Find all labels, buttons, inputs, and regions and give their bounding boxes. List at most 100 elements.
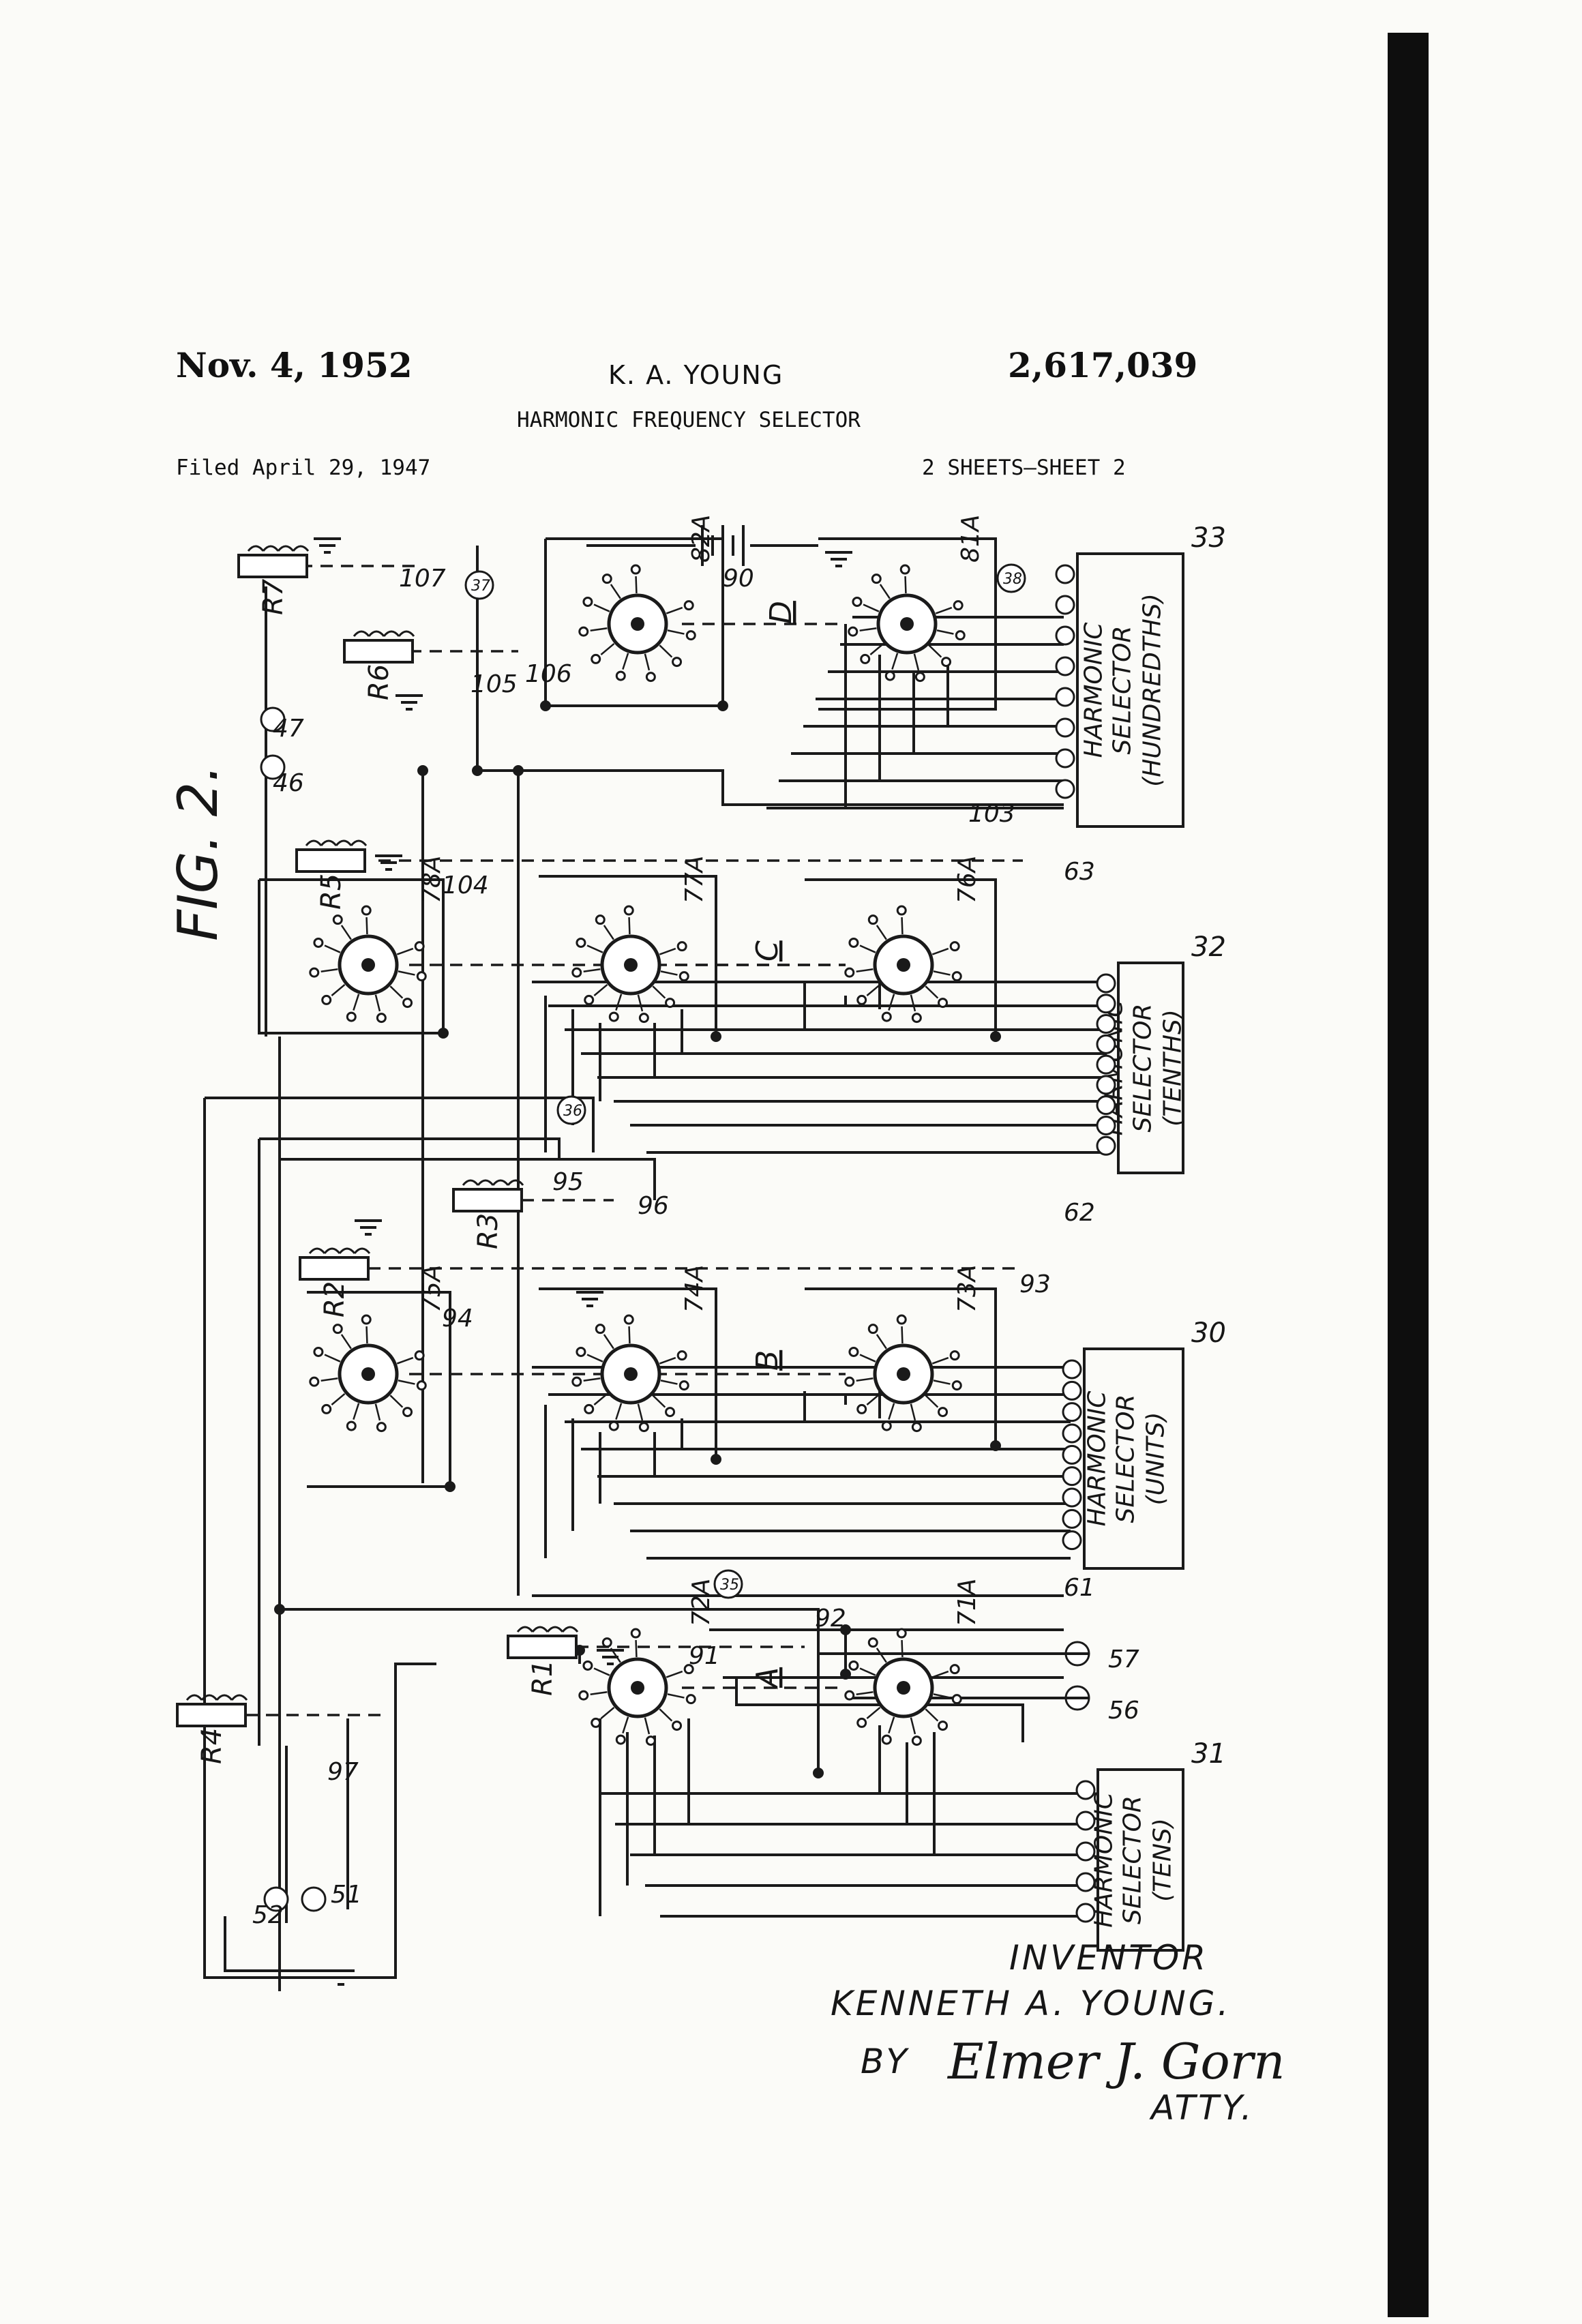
switch-contact bbox=[625, 1315, 633, 1324]
terminal bbox=[1063, 1425, 1081, 1442]
switch-contact bbox=[882, 1735, 891, 1744]
section-label-D: D bbox=[764, 601, 799, 624]
switch-contact bbox=[592, 1718, 600, 1727]
contact-lead bbox=[623, 1717, 628, 1733]
coil-winding bbox=[306, 841, 321, 846]
switch-contact bbox=[869, 1639, 877, 1647]
switch-contact bbox=[882, 1013, 891, 1021]
contact-lead bbox=[342, 925, 351, 940]
section-label-B: B bbox=[750, 1350, 785, 1371]
switch-contact bbox=[849, 627, 857, 636]
ref-numeral-61: 61 bbox=[1064, 1574, 1095, 1602]
switch-contact bbox=[687, 631, 695, 640]
contact-lead bbox=[659, 949, 675, 955]
terminal bbox=[1056, 749, 1074, 767]
contact-lead bbox=[325, 946, 340, 953]
switch-contact bbox=[846, 1691, 854, 1699]
coil-winding bbox=[355, 1249, 370, 1253]
switch-label: 71A bbox=[953, 1579, 981, 1626]
contact-lead bbox=[638, 995, 642, 1011]
switch-contact bbox=[596, 1325, 604, 1333]
contact-lead bbox=[860, 946, 876, 953]
relay-label: R5 bbox=[316, 874, 347, 910]
switch-contact bbox=[314, 1347, 323, 1356]
coil-winding bbox=[354, 631, 369, 636]
ref-numeral-51: 51 bbox=[331, 1881, 362, 1909]
relay-coil bbox=[453, 1189, 522, 1211]
terminal bbox=[1077, 1843, 1094, 1860]
contact-lead bbox=[929, 645, 941, 657]
contact-lead bbox=[397, 1358, 413, 1364]
switch-contact bbox=[942, 658, 951, 666]
switch-contact bbox=[951, 942, 959, 951]
selector-label: SELECTOR bbox=[1112, 1395, 1140, 1523]
contact-lead bbox=[661, 1380, 677, 1384]
switch-contact bbox=[846, 968, 854, 977]
harmonic-selector-31: HARMONICSELECTOR(TENS)31 bbox=[1077, 1738, 1226, 1950]
coil-winding bbox=[369, 631, 384, 636]
switch-contact bbox=[404, 1408, 412, 1416]
relay-label: R7 bbox=[258, 578, 289, 615]
contact-lead bbox=[911, 995, 915, 1011]
switch-contact bbox=[415, 942, 423, 951]
contact-lead bbox=[638, 1404, 642, 1420]
switch-contact bbox=[417, 972, 426, 981]
by-label: BY bbox=[861, 2042, 910, 2081]
contact-lead bbox=[860, 1355, 876, 1362]
switch-contact bbox=[853, 597, 861, 606]
contact-lead bbox=[390, 1395, 402, 1407]
switch-contact bbox=[333, 1325, 342, 1333]
selector-label: HARMONIC bbox=[1084, 1390, 1111, 1527]
switch-contact bbox=[897, 1629, 906, 1637]
junction-dot bbox=[439, 1029, 447, 1037]
relay-R3: R3 bbox=[453, 1180, 523, 1249]
contact-lead bbox=[659, 1358, 675, 1364]
terminal bbox=[1056, 780, 1074, 798]
contact-lead bbox=[889, 994, 894, 1011]
contact-lead bbox=[594, 1669, 610, 1675]
contact-lead bbox=[636, 576, 637, 593]
switch-contact bbox=[573, 968, 581, 977]
ref-numeral-56: 56 bbox=[1108, 1697, 1139, 1725]
contact-lead bbox=[376, 995, 380, 1011]
switch-contact bbox=[953, 1695, 961, 1703]
switch-contact bbox=[673, 1722, 681, 1730]
section-label-C: C bbox=[750, 940, 785, 962]
switch-contact bbox=[314, 938, 323, 947]
switch-contact bbox=[625, 906, 633, 914]
switch-contact bbox=[912, 1423, 921, 1431]
switch-contact bbox=[580, 627, 588, 636]
switch-contact bbox=[678, 1352, 686, 1360]
ref-numeral-104: 104 bbox=[442, 872, 489, 899]
ref-numeral-103: 103 bbox=[968, 800, 1015, 828]
coil-winding bbox=[351, 841, 366, 846]
switch-contact bbox=[640, 1014, 648, 1022]
switch-contact bbox=[673, 658, 681, 666]
switch-contact bbox=[377, 1423, 385, 1431]
switch-contact bbox=[850, 1347, 858, 1356]
ref-numeral-95: 95 bbox=[552, 1168, 584, 1196]
switch-contact bbox=[939, 1722, 947, 1730]
contact-lead bbox=[321, 969, 338, 971]
switch-label: 77A bbox=[681, 856, 708, 904]
contact-lead bbox=[860, 628, 877, 630]
switch-label: 82A bbox=[687, 515, 715, 563]
inventor-label: INVENTOR bbox=[1009, 1938, 1208, 1978]
switch-contact bbox=[323, 996, 331, 1004]
coil-winding bbox=[384, 631, 399, 636]
contact-lead bbox=[376, 1404, 380, 1420]
relay-coil bbox=[344, 640, 413, 662]
switch-contact bbox=[377, 1014, 385, 1022]
switch-contact bbox=[585, 996, 593, 1004]
switch-contact bbox=[610, 1422, 618, 1430]
ground-icon bbox=[825, 552, 852, 566]
ref-numeral-37: 37 bbox=[471, 578, 490, 595]
selector-label: (HUNDREDTHS) bbox=[1139, 593, 1167, 787]
switch-contact bbox=[603, 575, 611, 583]
terminal bbox=[1056, 565, 1074, 583]
switch-contact bbox=[573, 1377, 581, 1386]
terminal bbox=[1063, 1403, 1081, 1421]
terminal bbox=[1077, 1812, 1094, 1830]
coil-winding bbox=[278, 546, 293, 551]
ref-numeral-94: 94 bbox=[442, 1305, 473, 1332]
